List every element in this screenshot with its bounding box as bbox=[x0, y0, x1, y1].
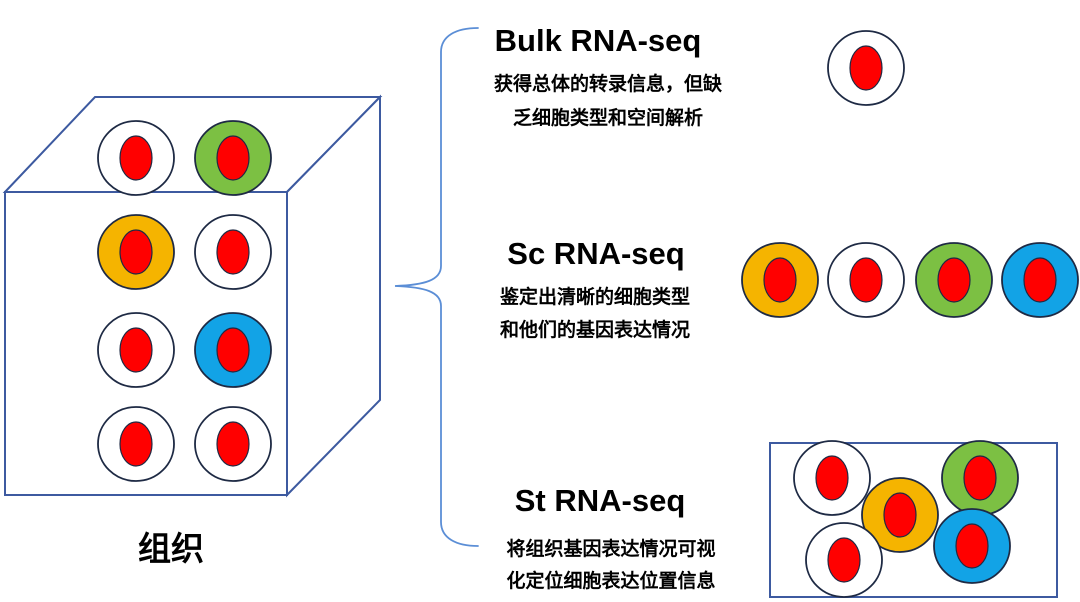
cell-nucleus bbox=[119, 421, 153, 467]
cell-nucleus bbox=[119, 135, 153, 181]
bulk-cell bbox=[827, 30, 905, 106]
tissue-cell bbox=[194, 214, 272, 290]
sc-cell bbox=[915, 242, 993, 318]
sc-cell bbox=[741, 242, 819, 318]
st-cell bbox=[793, 440, 871, 516]
cell-nucleus bbox=[763, 257, 797, 303]
sc-title: Sc RNA-seq bbox=[507, 236, 684, 271]
curly-brace bbox=[394, 27, 479, 547]
tissue-cube bbox=[2, 94, 383, 498]
st-description-line: 化定位细胞表达位置信息 bbox=[506, 569, 715, 592]
tissue-label: 组织 bbox=[138, 530, 204, 567]
bulk-rna-seq-section: Bulk RNA-seq 获得总体的转录信息，但缺 乏细胞类型和空间解析 bbox=[494, 23, 905, 129]
cell-nucleus bbox=[827, 537, 861, 583]
cell-nucleus bbox=[937, 257, 971, 303]
cell-nucleus bbox=[815, 455, 849, 501]
st-cell bbox=[805, 522, 883, 598]
bulk-title: Bulk RNA-seq bbox=[495, 23, 702, 58]
tissue-cell bbox=[97, 312, 175, 388]
sc-description-line: 鉴定出清晰的细胞类型 bbox=[499, 285, 690, 308]
st-rna-seq-section: St RNA-seq 将组织基因表达情况可视 化定位细胞表达位置信息 bbox=[506, 440, 1058, 598]
cell-nucleus bbox=[119, 229, 153, 275]
cell-nucleus bbox=[216, 327, 250, 373]
bulk-description-line: 乏细胞类型和空间解析 bbox=[513, 106, 703, 129]
cell-nucleus bbox=[119, 327, 153, 373]
tissue-cell bbox=[194, 120, 272, 196]
st-cell bbox=[933, 508, 1011, 584]
cell-nucleus bbox=[963, 455, 997, 501]
st-description-line: 将组织基因表达情况可视 bbox=[506, 537, 715, 560]
tissue-cell bbox=[97, 120, 175, 196]
cell-nucleus bbox=[849, 45, 883, 91]
sc-cell bbox=[827, 242, 905, 318]
st-title: St RNA-seq bbox=[515, 483, 686, 518]
st-cell bbox=[941, 440, 1019, 516]
cell-nucleus bbox=[216, 135, 250, 181]
sc-description-line: 和他们的基因表达情况 bbox=[500, 318, 690, 341]
tissue-cell bbox=[194, 406, 272, 482]
st-cell bbox=[861, 477, 939, 553]
tissue-cell bbox=[97, 214, 175, 290]
cell-nucleus bbox=[955, 523, 989, 569]
tissue-cell bbox=[194, 312, 272, 388]
cell-nucleus bbox=[1023, 257, 1057, 303]
sc-rna-seq-section: Sc RNA-seq 鉴定出清晰的细胞类型 和他们的基因表达情况 bbox=[499, 236, 1079, 341]
tissue-cell bbox=[97, 406, 175, 482]
sc-cell bbox=[1001, 242, 1079, 318]
cell-nucleus bbox=[216, 421, 250, 467]
cell-nucleus bbox=[883, 492, 917, 538]
cell-nucleus bbox=[849, 257, 883, 303]
bulk-description-line: 获得总体的转录信息，但缺 bbox=[494, 72, 723, 95]
cell-nucleus bbox=[216, 229, 250, 275]
